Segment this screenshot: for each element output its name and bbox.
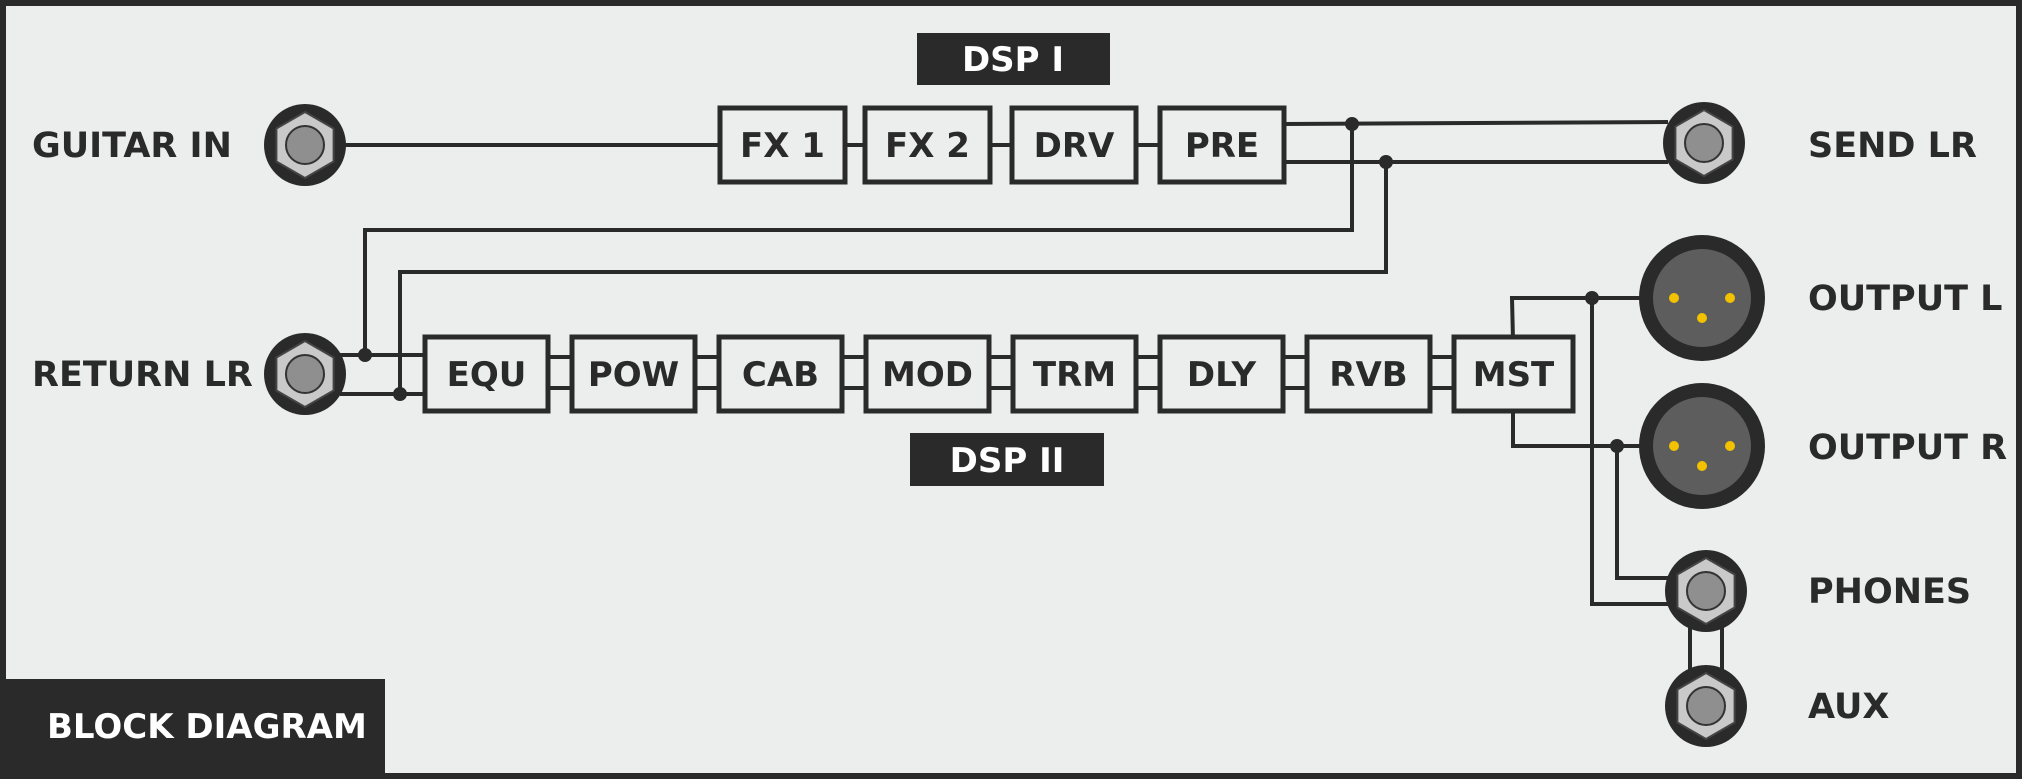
dsp1-header [917,33,1110,85]
block-dly-label: DLY [1187,355,1257,395]
junction-dot [358,348,372,362]
junction-dot [1379,155,1393,169]
block-rvb-label: RVB [1329,355,1407,395]
title-bar [3,679,385,776]
block-drv [1009,105,1139,185]
output-l-xlr [1639,235,1765,361]
signal-wires [340,120,1724,676]
wire-split-upper [363,124,1354,355]
junction-dots [358,117,1624,453]
junction-dot [393,387,407,401]
block-mod [863,334,992,414]
output-r-xlr [1639,383,1765,509]
aux-label: AUX [1808,687,1889,727]
block-trm-label: TRM [1033,355,1116,395]
guitar-in-label: GUITAR IN [32,126,232,166]
wire-mst-output-r [1511,412,1640,448]
aux-jack [1665,665,1747,747]
junction-dot [1585,291,1599,305]
block-equ [422,334,551,414]
dsp2-header [910,433,1104,486]
guitar-in-jack [264,104,346,186]
block-fx2-label: FX 2 [885,126,970,166]
diagram-title: BLOCK DIAGRAM [47,707,367,747]
wire-pre-send-upper [1283,120,1669,126]
dsp2-label: DSP II [950,441,1065,481]
block-pre [1157,105,1287,185]
send-lr-label: SEND LR [1808,126,1977,166]
block-drv-label: DRV [1034,126,1115,166]
send-lr-jack [1663,102,1745,184]
block-fx2 [862,105,993,185]
block-mst-label: MST [1473,355,1555,395]
return-lr-label: RETURN LR [32,355,253,395]
block-cab [716,334,845,414]
dsp2-chain: EQU POW CAB MOD TRM DLY RVB MST [422,334,1576,414]
phones-label: PHONES [1808,572,1971,612]
dsp1-chain: FX 1 FX 2 DRV PRE [717,105,1287,185]
block-equ-label: EQU [447,355,527,395]
output-r-label: OUTPUT R [1808,428,2007,468]
block-fx1-label: FX 1 [740,126,825,166]
block-mod-label: MOD [882,355,973,395]
block-pre-label: PRE [1185,126,1259,166]
wire-to-phones-left [1590,298,1668,606]
block-dly [1157,334,1286,414]
wire-split-lower [398,162,1388,394]
block-fx1 [717,105,848,185]
block-pow-label: POW [588,355,679,395]
junction-dot [1610,439,1624,453]
block-trm [1010,334,1139,414]
block-rvb [1304,334,1433,414]
junction-dot [1345,117,1359,131]
dsp1-label: DSP I [962,40,1064,80]
wire-to-phones-right [1615,446,1668,580]
return-lr-jack [264,333,346,415]
output-l-label: OUTPUT L [1808,279,2002,319]
block-cab-label: CAB [742,355,819,395]
phones-jack [1665,550,1747,632]
block-mst [1451,334,1576,414]
block-pow [569,334,698,414]
